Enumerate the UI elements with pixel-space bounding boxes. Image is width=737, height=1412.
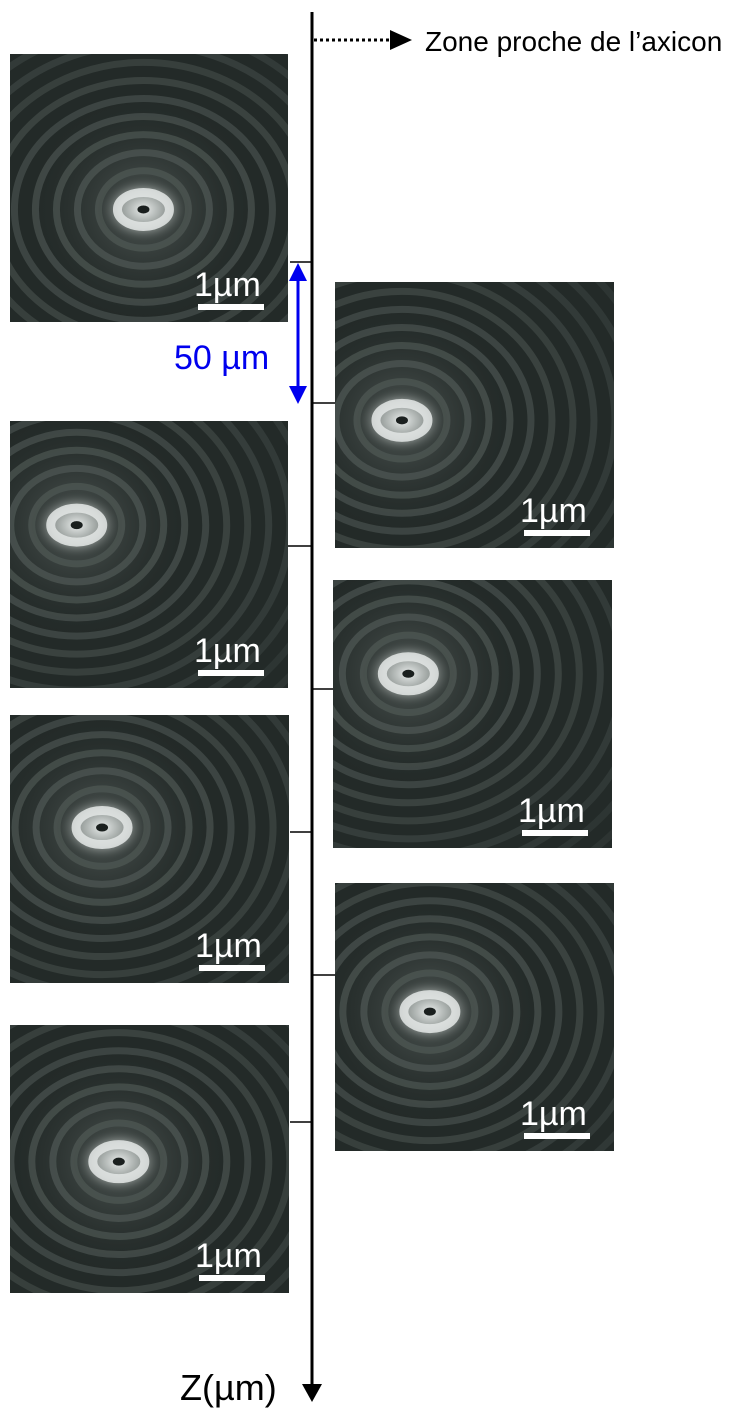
- bessel-ring: [10, 715, 235, 942]
- scale-bar-label: 1µm: [194, 632, 261, 670]
- bessel-ring: [10, 428, 189, 622]
- spacing-label: 50 µm: [174, 339, 269, 377]
- bessel-ring: [335, 883, 605, 1151]
- near-zone-indicator: Zone proche de l’axicon: [314, 26, 722, 57]
- diffraction-pattern: [10, 421, 288, 688]
- dark-core: [112, 1157, 125, 1166]
- z-axis: [302, 12, 322, 1402]
- bessel-ring: [10, 446, 168, 604]
- bessel-ring: [32, 767, 172, 888]
- diffraction-pattern: [10, 715, 289, 983]
- diffraction-pattern: [10, 1025, 289, 1293]
- dotted-arrow-head-icon: [390, 30, 412, 50]
- dark-core: [402, 669, 415, 678]
- bright-ring: [371, 398, 433, 442]
- dark-core: [395, 416, 408, 425]
- diffraction-pattern: [10, 54, 288, 322]
- scale-bar: [522, 830, 588, 836]
- bessel-ring: [10, 421, 231, 658]
- beam-profile-panel: 1µm: [10, 715, 289, 983]
- dark-core: [423, 1007, 436, 1016]
- bessel-ring: [10, 95, 276, 322]
- bessel-ring: [339, 933, 521, 1090]
- scale-bar: [524, 530, 590, 536]
- dark-core: [137, 205, 150, 214]
- scale-bar: [198, 670, 264, 676]
- bessel-ring: [360, 951, 500, 1072]
- bessel-ring: [335, 282, 577, 548]
- bessel-ring: [10, 1047, 252, 1277]
- bessel-ring: [10, 715, 256, 961]
- diffraction-pattern: [333, 580, 612, 848]
- bessel-ring: [10, 1065, 231, 1259]
- bessel-ring: [335, 305, 535, 535]
- panel-ticks: [288, 261, 335, 1123]
- diffraction-pattern: [335, 883, 614, 1151]
- beam-profile-panel: 1µm: [335, 282, 614, 548]
- bessel-ring: [10, 731, 214, 924]
- beam-profile-panel: 1µm: [10, 1025, 289, 1293]
- bright-ring: [71, 806, 133, 850]
- scale-bar: [199, 965, 265, 971]
- beam-profile-panel: 1µm: [10, 54, 288, 322]
- scale-bar-label: 1µm: [520, 492, 587, 530]
- bessel-ring: [10, 464, 147, 586]
- z-axis-arrowhead-icon: [302, 1384, 322, 1402]
- bessel-ring: [49, 1101, 189, 1222]
- bessel-ring: [499, 282, 598, 548]
- bright-ring: [399, 990, 461, 1034]
- bright-ring: [46, 503, 108, 547]
- scale-bar-label: 1µm: [195, 1237, 262, 1275]
- bessel-ring: [335, 883, 584, 1145]
- bessel-ring: [10, 421, 273, 688]
- bright-ring: [88, 1140, 150, 1184]
- dark-core: [96, 823, 109, 832]
- beam-profile-panel: 1µm: [335, 883, 614, 1151]
- scale-bar: [198, 304, 264, 310]
- near-zone-label: Zone proche de l’axicon: [425, 26, 722, 57]
- z-axis-label: Z(µm): [180, 1367, 277, 1408]
- bessel-ring: [335, 287, 556, 548]
- spacing-indicator: 50 µm: [174, 263, 307, 404]
- bessel-ring: [338, 613, 478, 735]
- bessel-ring: [333, 580, 583, 825]
- scale-bar: [199, 1275, 265, 1281]
- bessel-ring: [335, 323, 514, 517]
- bessel-ring: [335, 897, 563, 1127]
- scale-bar-label: 1µm: [195, 927, 262, 965]
- bessel-ring: [10, 421, 252, 676]
- bessel-ring: [31, 113, 255, 306]
- bessel-ring: [11, 749, 193, 906]
- diffraction-pattern: [335, 282, 614, 548]
- bessel-ring: [28, 1083, 210, 1241]
- bessel-ring: [333, 580, 604, 843]
- bessel-ring: [10, 1029, 273, 1293]
- bessel-ring: [52, 131, 234, 288]
- beam-profile-panels: 1µm 1µm 1µm 1µm 1µm 1µm 1µm: [10, 54, 614, 1293]
- bessel-ring: [333, 580, 541, 789]
- bessel-ring: [10, 715, 277, 979]
- bessel-ring: [10, 421, 210, 640]
- bessel-ring: [333, 580, 520, 771]
- beam-profile-panel: 1µm: [333, 580, 612, 848]
- bessel-ring: [73, 149, 213, 270]
- scale-bar: [524, 1133, 590, 1139]
- bessel-ring: [333, 580, 562, 807]
- scale-bar-label: 1µm: [518, 792, 585, 830]
- bessel-ring: [333, 595, 499, 753]
- dark-core: [70, 521, 83, 530]
- bessel-ring: [10, 58, 288, 322]
- bessel-ring: [10, 76, 288, 322]
- bessel-ring: [335, 915, 542, 1108]
- scale-bar-label: 1µm: [194, 266, 261, 304]
- bessel-ring: [335, 360, 472, 481]
- bessel-ring: [335, 342, 493, 499]
- scale-bar-label: 1µm: [520, 1095, 587, 1133]
- bright-ring: [377, 652, 439, 696]
- bright-ring: [112, 187, 174, 231]
- beam-profile-panel: 1µm: [10, 421, 288, 688]
